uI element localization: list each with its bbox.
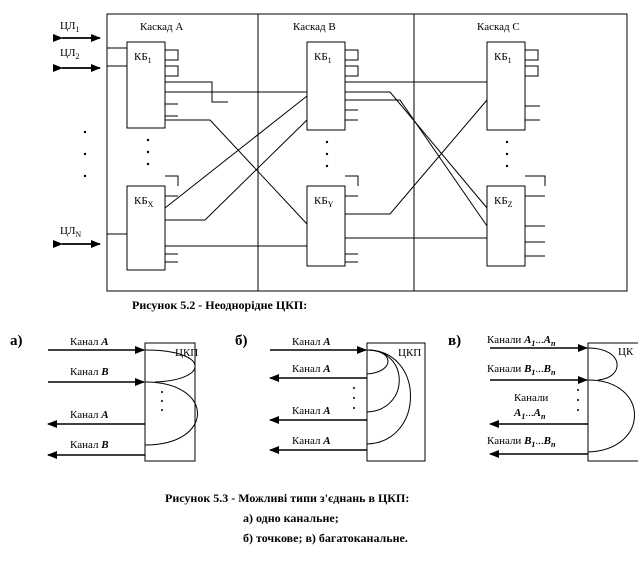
panel-b-box-label: ЦКП xyxy=(398,347,421,359)
panel-c-label-3b: A1...An xyxy=(513,407,546,421)
panel-c-marker: в) xyxy=(448,333,461,349)
block-ellipsis xyxy=(83,130,509,178)
block-b-bottom xyxy=(306,185,346,267)
digital-line-arrows xyxy=(53,34,101,248)
label-cascade-c: Каскад С xyxy=(477,21,520,33)
panel-a-link-1 xyxy=(144,349,196,383)
panel-a: а) ЦКП Канал А Канал В Канал А Канал В xyxy=(10,333,198,462)
switch-frame xyxy=(106,13,628,292)
caption-figure-5-3-title: Рисунок 5.3 - Можливі типи з'єднань в ЦК… xyxy=(165,491,409,505)
block-port-stubs xyxy=(165,49,546,263)
label-block-c-top: КБ1 xyxy=(494,51,512,65)
panel-a-box-label: ЦКП xyxy=(175,347,198,359)
figure-5-2 xyxy=(53,13,628,292)
panel-a-link-2 xyxy=(144,381,198,446)
label-block-b-bottom: КБY xyxy=(314,195,334,209)
caption-figure-5-2: Рисунок 5.2 - Неоднорідне ЦКП: xyxy=(132,298,307,312)
label-line-1: ЦЛ1 xyxy=(60,20,79,34)
block-a-bottom xyxy=(126,185,166,271)
figure-5-3-caption: Рисунок 5.3 - Можливі типи з'єднань в ЦК… xyxy=(165,491,409,545)
panel-a-label-2: Канал В xyxy=(70,366,109,378)
label-line-2: ЦЛ2 xyxy=(60,47,79,61)
panel-b: б) ЦКП Канал А Канал А Канал А Канал А xyxy=(235,333,426,462)
label-cascade-b: Каскад В xyxy=(293,21,336,33)
label-block-b-top: КБ1 xyxy=(314,51,332,65)
panel-c-link-2 xyxy=(587,379,635,453)
block-a-top xyxy=(126,41,166,129)
label-block-a-top: КБ1 xyxy=(134,51,152,65)
panel-a-label-1: Канал А xyxy=(70,336,109,348)
label-block-a-bottom: КБX xyxy=(134,195,154,209)
caption-figure-5-3-item-b-c: б) точкове; в) багатоканальне. xyxy=(243,531,408,545)
figure-5-2-labels: ЦЛ1 ЦЛ2 ЦЛN Каскад А Каскад В Каскад С К… xyxy=(60,20,520,312)
panel-c-label-2: Канали B1...Bn xyxy=(487,363,556,377)
interconnect-links xyxy=(164,81,488,247)
block-c-top xyxy=(486,41,526,131)
block-b-top xyxy=(306,41,346,131)
label-line-n: ЦЛN xyxy=(60,225,81,239)
panel-a-label-3: Канал А xyxy=(70,409,109,421)
caption-figure-5-3-item-a: а) одно канальне; xyxy=(243,511,339,525)
panel-b-label-1: Канал А xyxy=(292,336,331,348)
label-block-c-bottom: КБZ xyxy=(494,195,513,209)
panel-c: в) ЦК Канали A1...An Канали B1...Bn Кана… xyxy=(448,333,638,462)
panel-b-label-4: Канал А xyxy=(292,435,331,447)
panel-c-label-4: Канали B1...Bn xyxy=(487,435,556,449)
panel-a-marker: а) xyxy=(10,333,23,349)
panel-a-switch-box xyxy=(144,342,196,462)
panel-b-link-2 xyxy=(366,349,400,413)
panel-c-label-3a: Канали xyxy=(514,392,548,404)
panel-b-label-3: Канал А xyxy=(292,405,331,417)
label-cascade-a: Каскад А xyxy=(140,21,183,33)
panel-c-box-label: ЦК xyxy=(618,346,634,358)
panel-b-link-3 xyxy=(366,349,411,445)
panel-b-marker: б) xyxy=(235,333,248,349)
panel-b-switch-box xyxy=(366,342,426,462)
panel-b-label-2: Канал А xyxy=(292,363,331,375)
panel-c-label-1: Канали A1...An xyxy=(487,334,556,348)
panel-c-switch-box xyxy=(587,342,638,462)
panel-a-label-4: Канал В xyxy=(70,439,109,451)
line-to-block-wires xyxy=(107,47,127,235)
panel-c-link-1 xyxy=(587,347,618,381)
